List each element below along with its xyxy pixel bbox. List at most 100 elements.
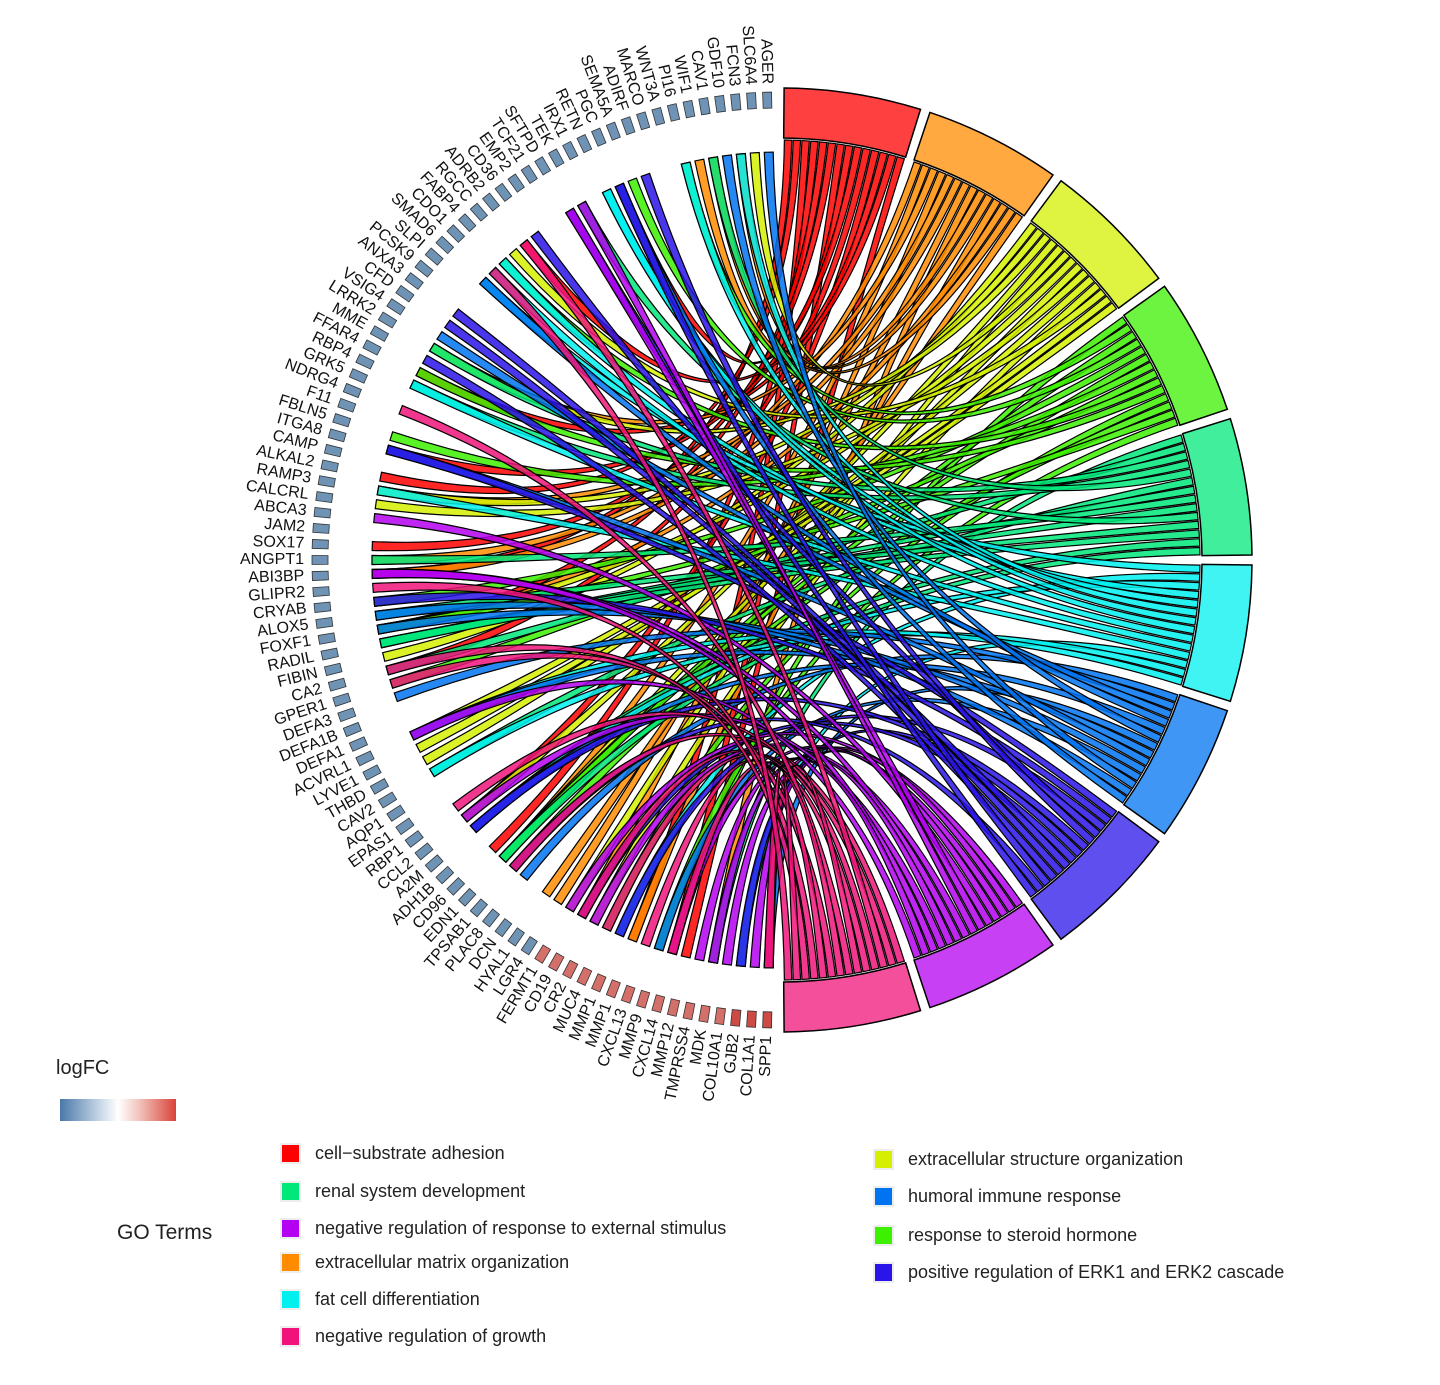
gene-label: GDF10 [703,36,727,89]
gene-label: JAM2 [264,516,306,536]
gene-tile [534,944,552,964]
chord-ribbon [763,151,1138,790]
legend-item: response to steroid hormone [873,1225,1137,1246]
gene-tile [469,898,489,918]
gene-tile [320,459,339,473]
gene-tile [355,353,375,370]
legend-label: renal system development [315,1181,526,1201]
gene-tile [682,1001,696,1021]
chord-ribbon [694,158,986,370]
gene-tile [481,908,501,928]
chord-ribbon [601,752,880,971]
gene-tile [435,235,455,255]
gene-tile [746,1010,757,1028]
gene-tile [698,1004,711,1023]
chord-ribbon [508,247,1107,419]
gene-tile [605,979,621,999]
legend-item: renal system development [280,1181,525,1202]
gene-tile [548,952,565,972]
legend-item: extracellular matrix organization [280,1252,569,1273]
legend-swatch [280,1326,301,1347]
gene-tile [591,127,607,147]
gene-tile [320,647,339,661]
gene-tile [730,93,742,111]
gene-label: FCN3 [722,44,743,87]
gene-tile [311,570,329,581]
chord-ribbon [428,342,1189,493]
gene-label: SLC6A4 [739,25,760,86]
gene-tile [494,182,513,202]
gene-tile [605,121,621,141]
gene-tile [666,103,681,122]
gene-tile [620,984,636,1004]
gene-tile [377,311,398,329]
gene-label: MDK [687,1028,710,1066]
term-arc [1030,810,1160,941]
legend-swatch [280,1143,301,1164]
chord-ribbon [478,276,1170,728]
gene-label: ANGPT1 [240,551,304,568]
logfc-color-bar [60,1099,176,1121]
gene-tile [666,998,681,1017]
gene-tile [312,523,330,534]
chord-ribbon [694,757,931,962]
term-arc [913,111,1055,217]
term-arcs [782,87,1253,1033]
gene-tile [377,791,398,809]
gene-tile [355,750,375,767]
gene-tile [313,507,332,519]
legend-swatch [873,1225,894,1246]
chord-ribbon [614,182,1052,888]
gene-tile [313,601,332,613]
legend-swatch [280,1181,301,1202]
gene-tile [562,140,579,161]
legend-item: fat cell differentiation [280,1289,480,1310]
gene-tile [414,842,434,861]
gene-tile [337,397,357,413]
gene-tile [404,830,424,848]
gene-label: SPP1 [757,1035,775,1076]
gene-tile [620,116,636,136]
gene-tile [520,936,538,956]
gene-labels: SPP1COL1A1GJB2COL10A1MDKTMPRSS4MMP12CXCL… [240,25,776,1103]
term-arc [1122,693,1229,835]
gene-tile [469,202,489,222]
gene-tile [342,721,362,738]
gene-tile [507,927,525,947]
gene-tile [520,164,538,184]
gene-tile [446,224,466,243]
chord-ribbon [576,200,979,935]
logfc-legend-title: logFC [56,1057,110,1079]
term-arc [1181,563,1253,703]
gene-tile [362,764,382,781]
legend-label: cell−substrate adhesion [315,1143,505,1163]
legend-swatch [873,1149,894,1170]
legend-label: extracellular matrix organization [315,1252,570,1272]
gene-label: AGER [757,39,775,85]
gene-tile [746,92,757,110]
gene-label: ALOX5 [256,616,310,640]
gene-tile [348,736,369,752]
gene-tile [636,111,651,131]
gene-tile [651,994,666,1013]
chord-ribbon [469,697,1090,852]
chord-ribbon [381,222,1038,663]
gene-tile [576,133,593,154]
gene-label: SOX17 [252,533,304,552]
legend-label: humoral immune response [908,1186,1122,1206]
gene-label: ABCA3 [253,497,307,519]
legend-item: humoral immune response [873,1186,1121,1207]
chord-ribbon [707,156,1193,492]
legend-label: negative regulation of growth [315,1326,547,1346]
legend-swatch [280,1218,301,1239]
gene-label: GLIPR2 [248,584,306,605]
gene-tile [369,325,390,342]
gene-tile [386,298,406,316]
chord-ribbon [421,275,1096,766]
gene-tile [311,539,329,550]
chord-ribbon [374,268,1090,518]
legend-item: negative regulation of growth [280,1326,546,1347]
legend-label: positive regulation of ERK1 and ERK2 cas… [908,1262,1285,1282]
gene-tile [327,428,347,443]
gene-label: ABI3BP [248,568,305,587]
